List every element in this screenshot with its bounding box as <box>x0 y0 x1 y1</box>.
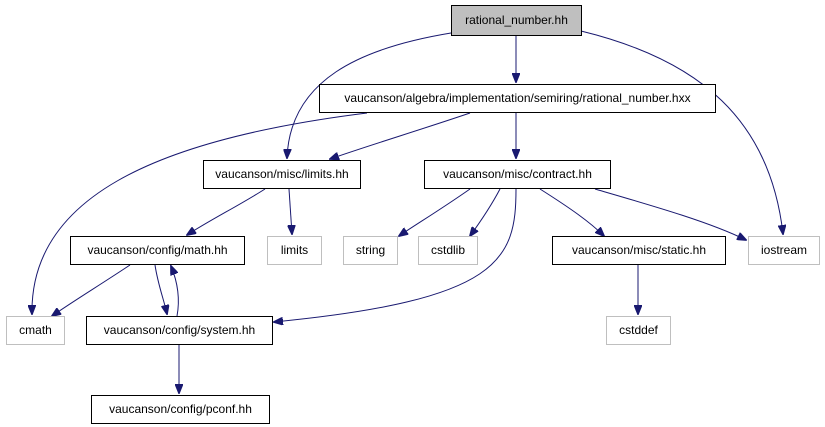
edge-math_hh-to-cmath <box>52 264 131 316</box>
node-box <box>91 395 270 424</box>
edge-rational_number_hxx-to-cmath <box>32 112 368 314</box>
node-rational_number_hxx[interactable]: vaucanson/algebra/implementation/semirin… <box>319 84 716 113</box>
nodes-layer: rational_number.hh vaucanson/algebra/impl… <box>6 5 820 424</box>
node-system_hh[interactable]: vaucanson/config/system.hh <box>86 316 273 345</box>
edge-system_hh-to-math_hh <box>171 266 179 317</box>
edge-contract_hh-to-string <box>399 188 471 236</box>
node-cstdlib: cstdlib <box>418 236 478 265</box>
node-box <box>267 236 322 265</box>
node-box <box>451 5 582 36</box>
node-pconf_hh[interactable]: vaucanson/config/pconf.hh <box>91 395 270 424</box>
node-box <box>748 236 820 265</box>
node-rational_number_hh[interactable]: rational_number.hh <box>451 5 582 36</box>
node-box <box>86 316 273 345</box>
edges-layer <box>32 30 783 393</box>
node-label: cstdlib <box>431 243 465 257</box>
node-label: vaucanson/algebra/implementation/semirin… <box>344 91 690 105</box>
node-box <box>70 236 245 265</box>
node-box <box>552 236 726 265</box>
node-cstddef: cstddef <box>606 316 671 345</box>
node-box <box>418 236 478 265</box>
node-label: cmath <box>19 323 52 337</box>
node-label: cstddef <box>619 323 658 337</box>
node-box <box>6 316 65 345</box>
node-iostream: iostream <box>748 236 820 265</box>
edge-contract_hh-to-static_hh <box>539 188 604 236</box>
edge-rational_number_hh-to-limits_hh <box>287 32 452 158</box>
edge-contract_hh-to-iostream <box>594 188 746 240</box>
edge-limits_hh-to-limits <box>289 188 292 234</box>
node-label: vaucanson/misc/static.hh <box>572 243 706 257</box>
node-box <box>606 316 671 345</box>
edge-math_hh-to-system_hh <box>154 264 167 314</box>
node-contract_hh[interactable]: vaucanson/misc/contract.hh <box>424 160 611 189</box>
node-string: string <box>343 236 398 265</box>
edge-rational_number_hh-to-iostream <box>580 30 783 234</box>
node-box <box>343 236 398 265</box>
node-box <box>319 84 716 113</box>
node-box <box>203 160 361 189</box>
node-math_hh[interactable]: vaucanson/config/math.hh <box>70 236 245 265</box>
node-label: vaucanson/config/system.hh <box>104 323 255 337</box>
edge-rational_number_hxx-to-limits_hh <box>330 112 471 159</box>
node-cmath: cmath <box>6 316 65 345</box>
edge-contract_hh-to-system_hh <box>274 188 517 322</box>
node-label: vaucanson/config/math.hh <box>87 243 227 257</box>
node-label: vaucanson/misc/limits.hh <box>215 167 348 181</box>
edge-limits_hh-to-math_hh <box>187 188 266 235</box>
node-label: vaucanson/misc/contract.hh <box>443 167 592 181</box>
node-limits: limits <box>267 236 322 265</box>
node-label: limits <box>281 243 308 257</box>
node-label: string <box>356 243 385 257</box>
node-static_hh[interactable]: vaucanson/misc/static.hh <box>552 236 726 265</box>
edge-contract_hh-to-cstdlib <box>470 188 501 236</box>
node-label: iostream <box>761 243 807 257</box>
node-label: vaucanson/config/pconf.hh <box>109 402 252 416</box>
node-label: rational_number.hh <box>465 13 568 27</box>
node-box <box>424 160 611 189</box>
node-limits_hh[interactable]: vaucanson/misc/limits.hh <box>203 160 361 189</box>
